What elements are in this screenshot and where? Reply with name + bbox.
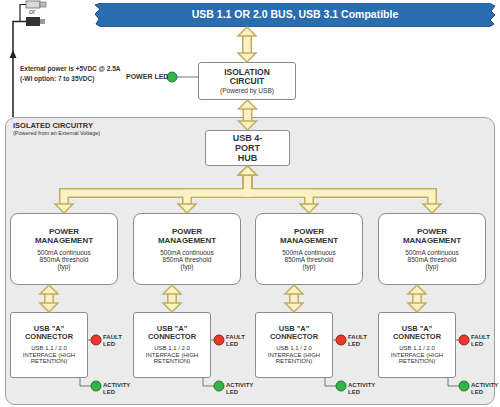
bus-arrow [64, 175, 248, 204]
bus-arrow-fill [248, 175, 433, 204]
cable-wire [20, 5, 26, 22]
arrow-head [40, 285, 58, 294]
led-label: ACTIVITY LED [226, 382, 255, 395]
usb-plug-icon [26, 1, 40, 8]
isolated-region: ISOLATED CIRCUITRY(Powered from an Exter… [5, 117, 495, 405]
bus-arrow [167, 294, 177, 303]
arrow-head [239, 166, 257, 175]
node-heading: USB 1.1 OR 2.0 BUS, USB 3.1 Compatible [192, 9, 399, 21]
led-label: ACTIVITY LED [471, 382, 500, 395]
bus-arrow [187, 175, 248, 204]
led-leader [177, 77, 198, 78]
bus-arrow [243, 109, 253, 121]
node-heading: POWER MANAGEMENT [278, 228, 340, 246]
arrow-head [238, 27, 256, 36]
power-management-box: POWER MANAGEMENT 500mA continuous 850mA t… [255, 213, 363, 285]
arrow-head [285, 303, 303, 312]
bus-arrow-fill [291, 294, 298, 303]
power-plug-tip [40, 19, 45, 24]
led-label: FAULT LED [348, 334, 372, 347]
node-body: 500mA continuous 850mA threshold (typ) [279, 249, 339, 271]
bus-arrow [242, 36, 252, 53]
arrow-head [55, 204, 73, 213]
led-label: FAULT LED [226, 334, 250, 347]
arrow-head [238, 53, 256, 62]
isolation-box: ISOLATION CIRCUIT(Powered by USB) [198, 62, 296, 100]
usb-connector-box: USB "A" CONNECTOR USB 1.1 / 2.0 INTERFACE… [255, 312, 333, 378]
node-body: USB 1.1 / 2.0 INTERFACE (HIGH RETENTION) [266, 345, 322, 365]
arrow-head [239, 166, 257, 175]
bus-arrow-fill [64, 175, 248, 204]
arrow-head [239, 166, 257, 175]
node-body: (Powered from an External Voltage) [13, 130, 100, 136]
led-label: FAULT LED [103, 334, 127, 347]
usb-plug-tip [40, 2, 46, 7]
node-heading: ISOLATION CIRCUIT [221, 68, 273, 87]
usb-connector-box: USB "A" CONNECTOR USB 1.1 / 2.0 INTERFACE… [133, 312, 211, 378]
bus-arrow-fill [187, 175, 248, 204]
arrow-head [408, 303, 426, 312]
arrow-head [300, 204, 318, 213]
arrow-head [423, 204, 441, 213]
bus-arrow [44, 294, 54, 303]
bus-banner: USB 1.1 OR 2.0 BUS, USB 3.1 Compatible [95, 3, 495, 27]
banner-outline [95, 3, 495, 27]
bus-arrow [248, 175, 433, 204]
or-note: or [29, 8, 35, 16]
bus-arrow-fill [414, 294, 421, 303]
hub-box: USB 4-PORT HUB [205, 130, 290, 166]
arrow-head [239, 121, 257, 130]
arrow-head [163, 285, 181, 294]
node-body: USB 1.1 / 2.0 INTERFACE (HIGH RETENTION) [144, 345, 200, 365]
node-body: 500mA continuous 850mA threshold (typ) [402, 249, 462, 271]
node-heading: USB 4-PORT HUB [229, 133, 267, 163]
cable-arrowhead [10, 50, 17, 58]
power-plug-icon [26, 17, 40, 26]
node-heading: POWER MANAGEMENT [33, 228, 95, 246]
arrow-head [285, 285, 303, 294]
bus-arrow-fill [244, 36, 251, 53]
power-note: (-WI option: 7 to 35VDC) [20, 75, 94, 82]
node-heading: POWER MANAGEMENT [401, 228, 463, 246]
led-label: FAULT LED [471, 334, 495, 347]
bus-arrow-fill [169, 294, 176, 303]
node-heading: USB "A" CONNECTOR [23, 325, 75, 342]
arrow-head [163, 303, 181, 312]
bus-arrow-fill [46, 294, 53, 303]
led-label: ACTIVITY LED [348, 382, 377, 395]
arrow-head [408, 285, 426, 294]
node-body: USB 1.1 / 2.0 INTERFACE (HIGH RETENTION) [21, 345, 77, 365]
usb-connector-box: USB "A" CONNECTOR USB 1.1 / 2.0 INTERFACE… [378, 312, 456, 378]
usb-connector-box: USB "A" CONNECTOR USB 1.1 / 2.0 INTERFACE… [10, 312, 88, 378]
arrow-head [239, 100, 257, 109]
node-body: 500mA continuous 850mA threshold (typ) [34, 249, 94, 271]
node-body: 500mA continuous 850mA threshold (typ) [157, 249, 217, 271]
arrow-head [239, 166, 257, 175]
led-label: POWER LED [126, 73, 168, 81]
node-heading: USB "A" CONNECTOR [146, 325, 198, 342]
bus-arrow-fill [244, 109, 251, 121]
node-heading: POWER MANAGEMENT [156, 228, 218, 246]
arrow-head [178, 204, 196, 213]
node-heading: ISOLATED CIRCUITRY [13, 122, 93, 130]
power-led-symbol [167, 72, 177, 82]
bus-arrow [412, 294, 422, 303]
bus-arrow [289, 294, 299, 303]
power-note: External power is +5VDC @ 2.5A [20, 65, 120, 72]
arrow-head [40, 303, 58, 312]
power-management-box: POWER MANAGEMENT 500mA continuous 850mA t… [378, 213, 486, 285]
bus-arrow [248, 175, 310, 204]
led-label: ACTIVITY LED [103, 382, 132, 395]
node-body: (Powered by USB) [220, 87, 274, 94]
node-heading: USB "A" CONNECTOR [391, 325, 443, 342]
power-management-box: POWER MANAGEMENT 500mA continuous 850mA t… [133, 213, 241, 285]
node-heading: USB "A" CONNECTOR [268, 325, 320, 342]
bus-arrow-fill [248, 175, 310, 204]
node-body: USB 1.1 / 2.0 INTERFACE (HIGH RETENTION) [389, 345, 445, 365]
power-management-box: POWER MANAGEMENT 500mA continuous 850mA t… [10, 213, 118, 285]
